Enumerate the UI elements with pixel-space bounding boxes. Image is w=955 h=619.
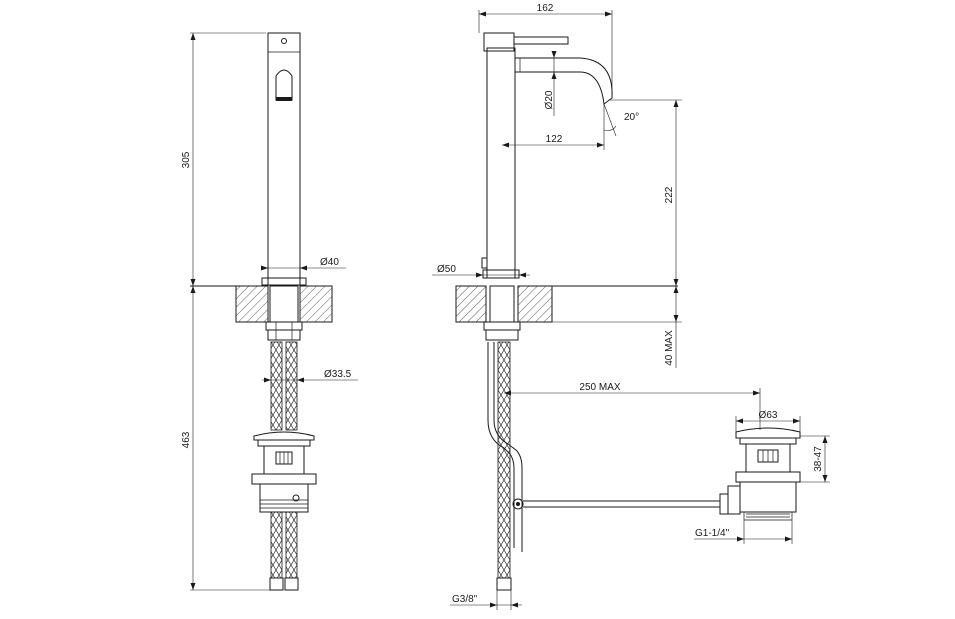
arrowhead bbox=[504, 390, 511, 396]
side-lever-handle bbox=[513, 36, 569, 45]
side-fixing-washer bbox=[485, 329, 519, 341]
side-dim-g38-label: G3/8" bbox=[452, 594, 478, 605]
side-fixing-nut bbox=[483, 321, 521, 331]
side-dim-d20-label: Ø20 bbox=[544, 90, 555, 109]
arrowhead bbox=[261, 265, 268, 271]
arrowhead bbox=[551, 72, 557, 79]
arrowhead bbox=[673, 100, 679, 107]
side-dim-3847-label: 38-47 bbox=[813, 446, 824, 472]
front-aerator bbox=[276, 97, 292, 101]
arrowhead bbox=[793, 418, 800, 424]
arrowhead bbox=[785, 536, 792, 542]
front-dim-d33-label: Ø33.5 bbox=[324, 369, 352, 380]
arrowhead bbox=[605, 11, 612, 17]
side-dim-222-label: 222 bbox=[664, 186, 675, 203]
side-hose-connector bbox=[496, 577, 512, 591]
side-waste-tail bbox=[739, 481, 797, 513]
arrowhead bbox=[190, 583, 196, 590]
front-hose-connector-left bbox=[269, 577, 284, 591]
side-deck-right bbox=[517, 285, 553, 323]
arrowhead bbox=[511, 602, 518, 608]
side-angle-arc bbox=[603, 125, 617, 131]
side-waste-thread-block bbox=[743, 511, 793, 521]
front-hose-left bbox=[270, 341, 283, 431]
arrowhead bbox=[597, 142, 604, 148]
arrowhead bbox=[673, 279, 679, 286]
front-base-ring bbox=[261, 277, 307, 286]
side-dim-40max-label: 40 MAX bbox=[664, 330, 675, 366]
front-dim-d40-label: Ø40 bbox=[320, 257, 339, 268]
front-waste-flange bbox=[257, 439, 311, 447]
front-handle-pin bbox=[281, 38, 287, 44]
front-dim-463-label: 463 bbox=[181, 431, 192, 448]
arrowhead bbox=[476, 272, 483, 278]
front-waste-thread bbox=[260, 499, 308, 509]
side-waste-side-port bbox=[727, 485, 741, 515]
side-angle-label: 20° bbox=[624, 112, 639, 123]
front-hose-right-lower bbox=[285, 511, 298, 579]
side-pin bbox=[481, 257, 488, 269]
arrowhead bbox=[673, 315, 679, 322]
front-deck-right bbox=[299, 285, 333, 323]
front-aerator-slot bbox=[275, 69, 293, 101]
front-hose-left-lower bbox=[270, 511, 283, 579]
front-waste-cap bbox=[253, 431, 315, 441]
side-shank bbox=[489, 285, 515, 323]
side-waste-cap bbox=[735, 427, 801, 439]
arrowhead bbox=[300, 265, 307, 271]
front-waste-linkage bbox=[292, 494, 300, 502]
side-dim-250-label: 250 MAX bbox=[579, 382, 620, 393]
front-hose-right bbox=[285, 341, 298, 431]
arrowhead bbox=[822, 475, 828, 482]
side-dim-g114-label: G1-1/4" bbox=[695, 528, 730, 539]
side-waste-flange bbox=[739, 437, 797, 445]
arrowhead bbox=[753, 390, 760, 396]
arrowhead bbox=[190, 279, 196, 286]
side-spout bbox=[514, 57, 613, 105]
arrowhead bbox=[519, 272, 526, 278]
arrowhead bbox=[297, 377, 304, 383]
side-deck-left bbox=[455, 285, 487, 323]
side-base-ring bbox=[482, 269, 520, 279]
side-dim-d63-label: Ø63 bbox=[759, 410, 778, 421]
front-fixing-nut bbox=[265, 321, 303, 331]
front-shank bbox=[269, 285, 299, 323]
side-faucet-body bbox=[486, 47, 516, 279]
arrowhead bbox=[479, 11, 486, 17]
front-hose-connector-right bbox=[284, 577, 299, 591]
side-hose bbox=[497, 341, 511, 579]
arrowhead bbox=[673, 286, 679, 293]
arrowhead bbox=[736, 418, 743, 424]
arrowhead bbox=[264, 377, 271, 383]
side-linkage-pin bbox=[516, 502, 520, 506]
side-waste-nut bbox=[735, 471, 801, 483]
arrowhead bbox=[551, 51, 557, 58]
arrowhead bbox=[490, 602, 497, 608]
front-waste-tail bbox=[259, 483, 309, 513]
side-dim-d50-label: Ø50 bbox=[437, 264, 456, 275]
arrowhead bbox=[822, 436, 828, 443]
side-dim-122-label: 122 bbox=[546, 134, 563, 145]
side-view: 162 Ø20 122 20° 222 40 MAX Ø50 bbox=[432, 3, 830, 610]
front-dim-305-label: 305 bbox=[181, 151, 192, 168]
side-linkage-connector bbox=[719, 493, 729, 515]
front-deck-left bbox=[235, 285, 269, 323]
front-view: 305 463 Ø40 Ø33.5 bbox=[181, 32, 358, 591]
arrowhead bbox=[737, 536, 744, 542]
side-waste-thread bbox=[746, 513, 790, 518]
arrowhead bbox=[190, 286, 196, 293]
side-linkage-clamp bbox=[512, 498, 524, 510]
side-angle-ray bbox=[603, 103, 617, 137]
front-fixing-washer bbox=[267, 329, 301, 341]
front-faucet-body bbox=[267, 32, 301, 286]
front-waste-nut bbox=[251, 473, 317, 485]
side-dim-162-label: 162 bbox=[537, 3, 554, 14]
arrowhead bbox=[190, 33, 196, 40]
arrowhead bbox=[502, 142, 509, 148]
side-popup-rod bbox=[493, 342, 523, 552]
side-popup-rod-inner bbox=[487, 342, 515, 548]
